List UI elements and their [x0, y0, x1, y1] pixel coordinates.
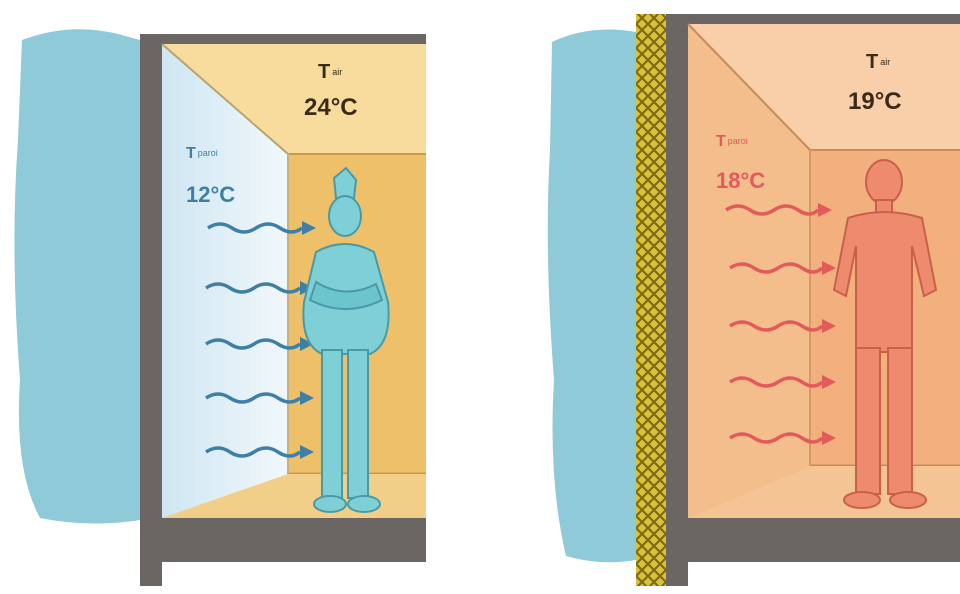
warm-arrow-5	[729, 432, 824, 444]
person-cold-leg-left	[321, 349, 343, 499]
person-warm-foot-left	[843, 491, 881, 509]
warm-arrowhead-1	[818, 203, 832, 217]
warm-arrow-2	[729, 262, 824, 274]
person-cold-foot-right	[347, 495, 381, 513]
warm-radiation-arrows	[725, 204, 824, 444]
wall-temp-value-left: 12°C	[186, 182, 236, 207]
cold-radiation-arrows	[205, 222, 304, 458]
person-warm-leg-right	[887, 347, 913, 495]
cold-arrowhead-1	[302, 221, 316, 235]
scene-cold-wall	[14, 29, 426, 586]
cold-arrow-1	[207, 222, 304, 234]
exterior-cold-left	[14, 29, 141, 524]
warm-arrowhead-3	[822, 319, 836, 333]
wall-frame-left	[140, 34, 162, 586]
cold-arrowhead-3	[300, 337, 314, 351]
warm-wall-surface	[688, 24, 810, 518]
cold-arrow-2	[205, 282, 302, 294]
wall-temp-subscript-right: paroi	[727, 136, 748, 147]
air-temp-value-left: 24°C	[304, 94, 358, 121]
warm-arrowhead-4	[822, 375, 836, 389]
person-cold-head	[328, 195, 362, 237]
wall-temp-value-right: 18°C	[716, 168, 766, 193]
wall-temp-symbol-left: T	[186, 145, 196, 162]
wall-temp-symbol-right: T	[716, 133, 726, 150]
cold-arrow-3	[205, 338, 302, 350]
warm-arrowhead-5	[822, 431, 836, 445]
person-warm-leg-left	[855, 347, 881, 495]
warm-arrowhead-2	[822, 261, 836, 275]
air-temp-symbol-left: T	[318, 61, 331, 83]
insulation-layer	[636, 14, 666, 586]
ceiling-plane-left	[162, 44, 426, 154]
person-warm	[832, 159, 938, 509]
air-temp-symbol-right: T	[866, 51, 879, 73]
person-warm-body	[832, 211, 938, 353]
person-warm-foot-right	[889, 491, 927, 509]
wall-frame-right	[666, 14, 688, 586]
person-cold	[302, 166, 390, 513]
warm-arrow-4	[729, 376, 824, 388]
cold-arrowhead-5	[300, 445, 314, 459]
warm-arrow-3	[729, 320, 824, 332]
wall-temp-subscript-left: paroi	[197, 148, 218, 159]
person-cold-arms	[308, 280, 384, 310]
person-cold-foot-left	[313, 495, 347, 513]
air-temp-subscript-left: air	[332, 67, 343, 78]
person-cold-hat	[332, 166, 358, 199]
cold-arrow-4	[205, 392, 302, 404]
cold-arrow-5	[205, 446, 302, 458]
scene-insulated-wall	[547, 14, 960, 586]
cold-arrowhead-4	[300, 391, 314, 405]
floor-slab-left	[140, 518, 426, 562]
warm-arrow-1	[725, 204, 820, 216]
ceiling-frame-right	[666, 14, 960, 24]
floor-slab-right	[666, 518, 960, 562]
exterior-cold-right	[547, 29, 636, 563]
ceiling-plane-right	[688, 24, 960, 150]
person-warm-head	[865, 159, 903, 205]
cold-wall-surface	[162, 44, 288, 518]
ceiling-frame-left	[140, 34, 426, 44]
air-temp-subscript-right: air	[880, 57, 891, 68]
air-temp-value-right: 19°C	[848, 88, 902, 115]
person-cold-leg-right	[347, 349, 369, 499]
